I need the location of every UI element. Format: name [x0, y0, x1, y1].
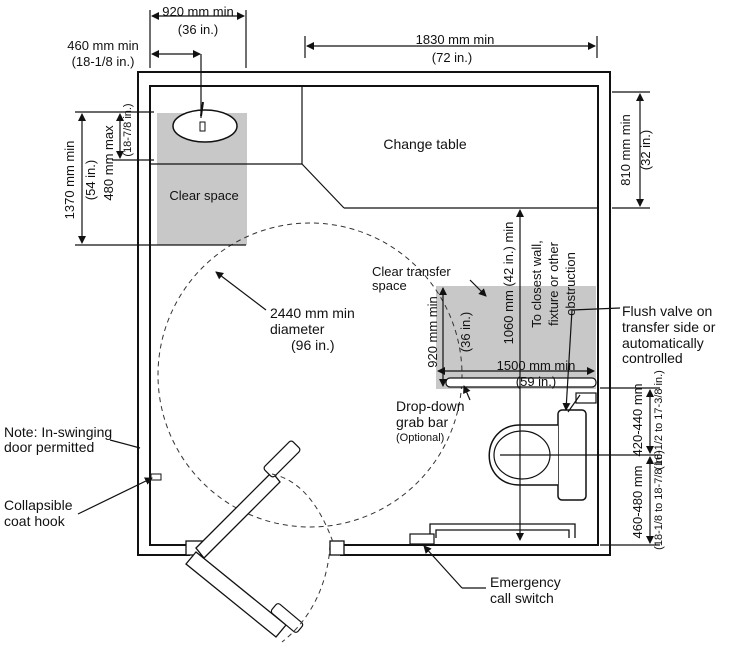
dim-room-width-imperial: (72 in.)	[432, 50, 472, 65]
dim-change-table-imperial: (32 in.)	[638, 130, 653, 170]
closest-wall-label: To closest wall,	[529, 240, 544, 327]
change-table	[150, 86, 598, 209]
dim-sink-offset-imperial: (36 in.)	[178, 22, 218, 37]
dim-wall-clear: 1060 mm (42 in.) min	[501, 222, 516, 345]
turning-diameter-label-3: (96 in.)	[291, 337, 335, 353]
dim-room-width: 1830 mm min	[416, 32, 495, 47]
dim-sink-center-imperial: (18-1/8 in.)	[72, 54, 135, 69]
flush-valve-icon	[567, 392, 597, 413]
turning-circle	[157, 222, 463, 528]
door-outward	[185, 540, 331, 643]
grab-bar-label: Drop-down	[396, 398, 464, 414]
grab-bar-label-3: (Optional)	[396, 432, 444, 444]
dim-clear-depth: 1370 mm min	[62, 141, 77, 220]
dim-clear-depth-imperial: (54 in.)	[83, 160, 98, 200]
clear-transfer-label-2: space	[372, 278, 407, 293]
leader-lines	[77, 271, 621, 589]
dim-change-table: 810 mm min	[618, 114, 633, 186]
coat-hook-label-2: coat hook	[4, 513, 66, 529]
flush-valve-label: Flush valve on	[622, 303, 712, 319]
outer-wall	[137, 71, 611, 556]
dim-toilet-height: 420-440 mm	[630, 384, 645, 457]
flush-valve-label-3: automatically	[622, 335, 704, 351]
emergency-call-switch-icon	[409, 533, 435, 545]
turning-diameter-label-2: diameter	[270, 321, 325, 337]
clear-space-label: Clear space	[169, 188, 238, 203]
turning-diameter-label: 2440 mm min	[270, 305, 355, 321]
flush-valve-label-2: transfer side or	[622, 319, 716, 335]
side-grab-bar	[429, 523, 576, 538]
dim-toilet-center-imperial: (18-1/8 to 18-7/8 in.)	[653, 450, 665, 550]
coat-hook-label: Collapsible	[4, 497, 73, 513]
dim-sink-offset: 920 mm min	[162, 4, 234, 19]
change-table-label: Change table	[383, 136, 467, 152]
dimension-lines	[75, 10, 660, 546]
call-switch-label: Emergency	[490, 574, 561, 590]
dim-toilet-center: 460-480 mm	[630, 466, 645, 539]
dim-sink-center: 460 mm min	[67, 38, 139, 53]
door-inward	[195, 440, 345, 559]
sink-icon	[172, 101, 238, 143]
dim-transfer-width-imperial: (59 in.)	[516, 374, 556, 389]
call-switch-label-2: call switch	[490, 590, 554, 606]
dim-sink-height: 480 mm max	[101, 125, 116, 201]
dim-transfer-width: 1500 mm min	[497, 358, 576, 373]
clear-transfer-label: Clear transfer	[372, 264, 451, 279]
door-note-label-2: door permitted	[4, 439, 94, 455]
grab-bar-label-2: grab bar	[396, 414, 448, 430]
flush-valve-label-4: controlled	[622, 350, 683, 366]
dim-transfer-depth-imperial: (36 in.)	[458, 312, 473, 352]
dim-sink-height-imperial: (18-7/8 in.)	[122, 103, 134, 156]
dim-toilet-height-imperial: (16-1/2 to 17-3/8 in.)	[653, 370, 665, 470]
coat-hook-icon	[150, 473, 162, 481]
door-note-label: Note: In-swinging	[4, 424, 112, 440]
dim-transfer-depth: 920 mm min	[425, 296, 440, 368]
closest-wall-label-2: fixture or other	[546, 241, 561, 325]
closest-wall-label-3: obstruction	[563, 252, 578, 316]
